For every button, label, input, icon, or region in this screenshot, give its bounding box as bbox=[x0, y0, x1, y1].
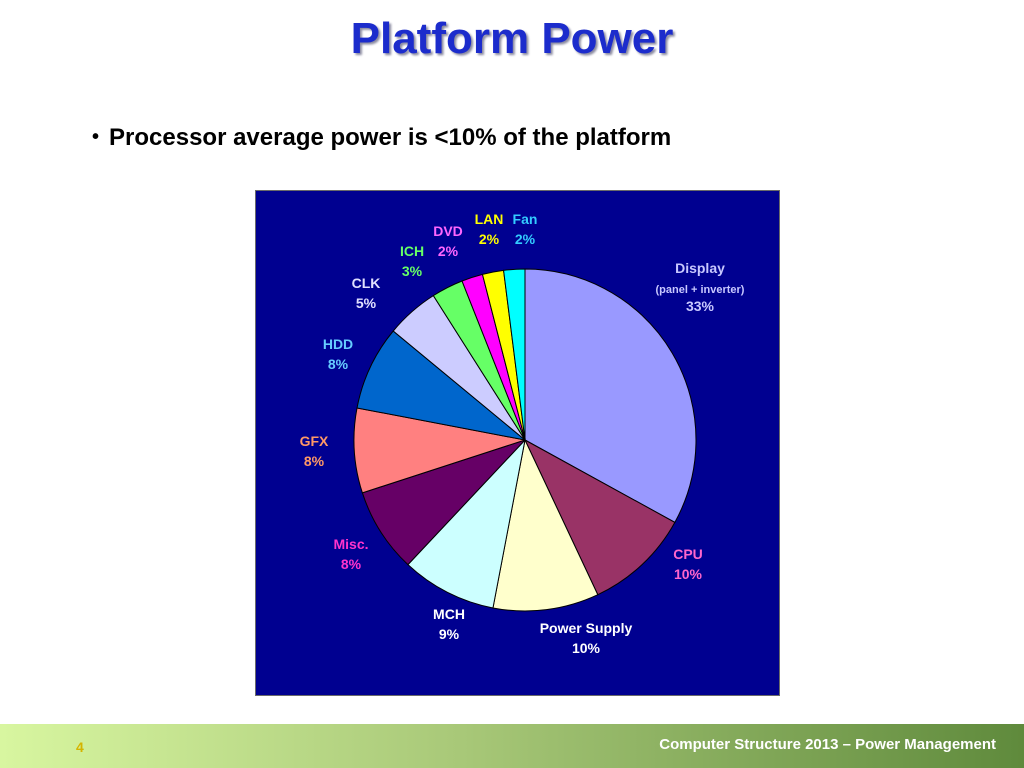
footer-bar: 4 Computer Structure 2013 – Power Manage… bbox=[0, 724, 1024, 768]
pie-label-cpu-name: CPU bbox=[673, 546, 703, 562]
bullet-text: Processor average power is <10% of the p… bbox=[109, 124, 672, 151]
slide-title: Platform Power bbox=[350, 14, 674, 63]
pie-slice-display bbox=[524, 268, 697, 524]
pie-label-mch-name: MCH bbox=[433, 606, 465, 622]
pie-label-cpu-value: 10% bbox=[674, 566, 703, 582]
pie-label-fan-value: 2% bbox=[515, 231, 536, 247]
pie-slice-cpu bbox=[523, 438, 676, 596]
footer-text: Computer Structure 2013 – Power Manageme… bbox=[659, 736, 996, 753]
pie-label-display-value: 33% bbox=[686, 298, 715, 314]
pie-label-mch-value: 9% bbox=[439, 626, 460, 642]
pie-label-hdd-name: HDD bbox=[323, 336, 353, 352]
pie-slice-power-supply bbox=[492, 438, 599, 612]
pie-label-power-supply-value: 10% bbox=[572, 640, 601, 656]
pie-slice-mch bbox=[407, 438, 526, 609]
pie-label-hdd-value: 8% bbox=[328, 356, 349, 372]
pie-chart: Display (panel + inverter) 33% CPU 10% Power … bbox=[255, 190, 780, 696]
pie-label-fan-name: Fan bbox=[513, 211, 538, 227]
pie-label-gfx-name: GFX bbox=[300, 433, 329, 449]
pie-label-ich-name: ICH bbox=[400, 243, 424, 259]
pie-label-gfx-value: 8% bbox=[304, 453, 325, 469]
pie-label-dvd-value: 2% bbox=[438, 243, 459, 259]
pie-label-ich-value: 3% bbox=[402, 263, 423, 279]
pie-label-display-name: Display bbox=[675, 260, 725, 276]
pie-label-clk-value: 5% bbox=[356, 295, 377, 311]
pie-label-lan-name: LAN bbox=[475, 211, 504, 227]
page-number: 4 bbox=[76, 739, 84, 755]
pie-slice-fan bbox=[503, 268, 526, 441]
pie-label-lan-value: 2% bbox=[479, 231, 500, 247]
pie-chart-svg: Display (panel + inverter) 33% CPU 10% Power … bbox=[300, 211, 745, 656]
pie-label-clk-name: CLK bbox=[352, 275, 381, 291]
pie-label-power-supply-name: Power Supply bbox=[540, 620, 633, 636]
pie-label-dvd-name: DVD bbox=[433, 223, 463, 239]
pie-label-misc-name: Misc. bbox=[333, 536, 368, 552]
pie-label-misc-value: 8% bbox=[341, 556, 362, 572]
bullet-point: • Processor average power is <10% of the … bbox=[92, 124, 671, 152]
pie-label-display-sub: (panel + inverter) bbox=[656, 284, 745, 296]
bullet-icon: • bbox=[92, 126, 100, 148]
